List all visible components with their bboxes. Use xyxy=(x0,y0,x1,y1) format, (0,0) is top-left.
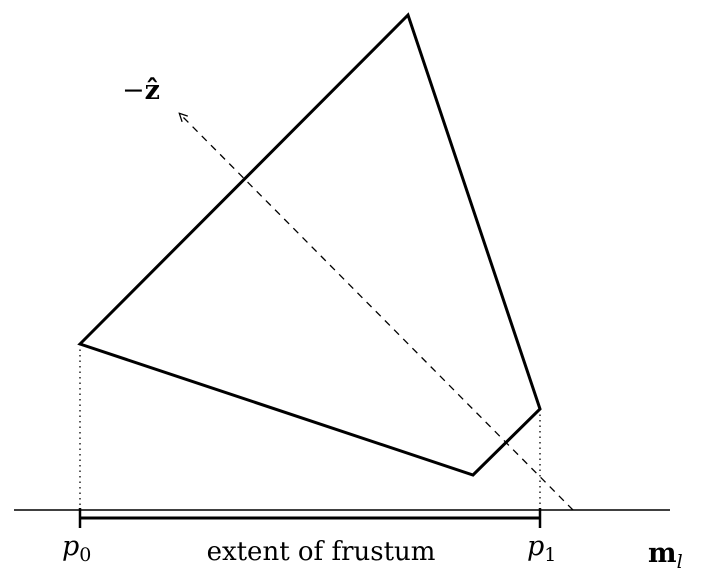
point-p1-label: p1 xyxy=(527,531,556,566)
negative-z-label: −ẑ xyxy=(122,75,160,106)
line-m-l-label: ml xyxy=(648,538,683,573)
extent-bar xyxy=(78,508,542,528)
negative-z-axis xyxy=(180,114,574,511)
extent-of-frustum-label: extent of frustum xyxy=(207,537,436,567)
point-p0-label: p0 xyxy=(62,531,91,566)
